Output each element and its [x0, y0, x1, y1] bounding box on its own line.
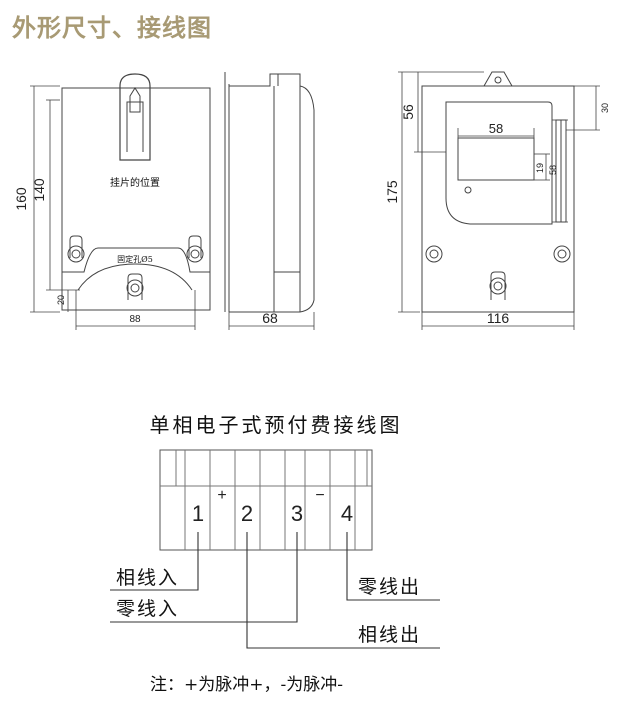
right-bottom-hole [489, 271, 507, 300]
right-view-body [421, 85, 575, 313]
terminal-block [159, 449, 373, 551]
dim-depth-68: 68 [262, 310, 278, 326]
lcd-window [457, 137, 535, 181]
wiring-note: 注：+为脉冲+，-为脉冲- [150, 675, 343, 695]
hook-position-label: 挂片的位置 [110, 176, 160, 189]
dim-height-160: 160 [13, 187, 29, 211]
wire-phase-in [110, 532, 199, 591]
wiring-title: 单相电子式预付费接线图 [150, 413, 403, 437]
dim-bottom-20: 20 [56, 295, 66, 305]
front-view-body [61, 87, 211, 311]
wire-phase-out [246, 532, 440, 649]
dim-width-88: 88 [129, 314, 141, 325]
hook-plate [129, 87, 141, 113]
dim-window-height-19: 19 [535, 163, 545, 173]
bottom-fixing-hole [126, 273, 144, 300]
fixing-hole-label: 固定孔Ø5 [117, 254, 153, 264]
front-view [30, 73, 211, 330]
wire-neutral-in [110, 532, 298, 623]
pulse-plus-sign: + [217, 487, 226, 504]
hook-slot [119, 73, 151, 161]
terminal-4: 4 [341, 501, 353, 526]
right-mounting-hole-left [425, 245, 443, 263]
pulse-minus-sign: − [315, 487, 324, 504]
terminal-1: 1 [192, 501, 204, 526]
dim-width-116: 116 [487, 310, 510, 326]
dim-rail-58: 58 [548, 165, 558, 175]
terminal-2: 2 [241, 501, 253, 526]
side-view-body [229, 73, 315, 313]
dim-right-top-30: 30 [600, 103, 610, 113]
display-panel [445, 101, 553, 225]
right-view [398, 71, 600, 330]
right-mounting-hole-right [553, 245, 571, 263]
label-phase-out: 相线出 [358, 624, 421, 646]
label-phase-in: 相线入 [116, 567, 179, 589]
section-title: 外形尺寸、接线图 [12, 14, 212, 42]
wiring-lines [110, 532, 440, 649]
side-view [224, 72, 315, 330]
mounting-hole-right [186, 235, 204, 263]
terminal-3: 3 [291, 501, 303, 526]
dim-top-56: 56 [400, 104, 416, 120]
label-neutral-out: 零线出 [358, 576, 421, 598]
label-neutral-in: 零线入 [116, 598, 179, 620]
wire-neutral-out [346, 532, 440, 601]
dim-height-175: 175 [384, 180, 400, 204]
terminal-cover-line [62, 247, 210, 273]
dim-window-width-58: 58 [489, 121, 503, 136]
dim-height-140: 140 [31, 178, 47, 202]
mounting-hole-left [67, 235, 85, 263]
